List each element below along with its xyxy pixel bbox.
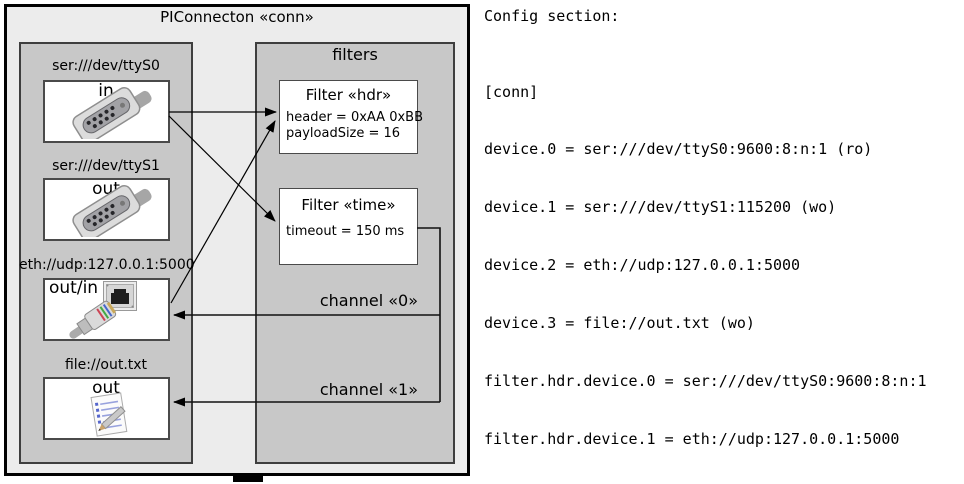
config-section-heading: Config section: bbox=[484, 7, 620, 25]
filter-hdr-box bbox=[279, 80, 418, 154]
serial-connector-icon bbox=[72, 87, 152, 139]
device-uri-eth: eth://udp:127.0.0.1:5000 bbox=[19, 257, 195, 273]
config-line: device.0 = ser:///dev/ttyS0:9600:8:n:1 (… bbox=[484, 140, 873, 159]
piconnector-title: PIConnecton «conn» bbox=[160, 8, 314, 26]
config-line: device.1 = ser:///dev/ttyS1:115200 (wo) bbox=[484, 198, 837, 217]
channel-1-label: channel «1» bbox=[319, 380, 418, 399]
device-label-out-in: out/in bbox=[49, 278, 99, 298]
filter-time-timeout: timeout = 150 ms bbox=[286, 224, 405, 239]
config-line: device.3 = file://out.txt (wo) bbox=[484, 314, 755, 333]
serial-connector-icon bbox=[72, 185, 152, 237]
filter-time-title: Filter «time» bbox=[301, 196, 396, 214]
bottom-border-tick bbox=[233, 474, 263, 482]
filter-hdr-properties: header = 0xAA 0xBB payloadSize = 16 bbox=[286, 110, 423, 142]
config-line: device.2 = eth://udp:127.0.0.1:5000 bbox=[484, 256, 801, 275]
ethernet-connector-icon bbox=[69, 300, 117, 339]
filter-hdr-payload-size: payloadSize = 16 bbox=[286, 126, 401, 141]
filters-panel-label: filters bbox=[332, 45, 378, 64]
device-uri-ttyS0: ser:///dev/ttyS0 bbox=[52, 58, 160, 74]
config-text: [conn] device.0 = ser:///dev/ttyS0:9600:… bbox=[484, 44, 936, 484]
notepad-icon bbox=[90, 392, 128, 437]
device-uri-ttyS1: ser:///dev/ttyS1 bbox=[52, 158, 160, 174]
ethernet-jack-icon bbox=[103, 281, 137, 311]
filter-hdr-header: header = 0xAA 0xBB bbox=[286, 110, 424, 125]
filter-time-box bbox=[279, 188, 418, 265]
config-line: [conn] bbox=[484, 82, 539, 101]
config-line: filter.hdr.device.0 = ser:///dev/ttyS0:9… bbox=[484, 372, 927, 391]
channel-0-label: channel «0» bbox=[319, 291, 418, 310]
device-label-out-file: out bbox=[92, 378, 120, 398]
filter-time-properties: timeout = 150 ms bbox=[286, 224, 404, 240]
config-line: filter.hdr.device.1 = eth://udp:127.0.0.… bbox=[484, 429, 900, 448]
filter-hdr-title: Filter «hdr» bbox=[305, 86, 392, 104]
device-uri-file: file://out.txt bbox=[64, 357, 148, 373]
